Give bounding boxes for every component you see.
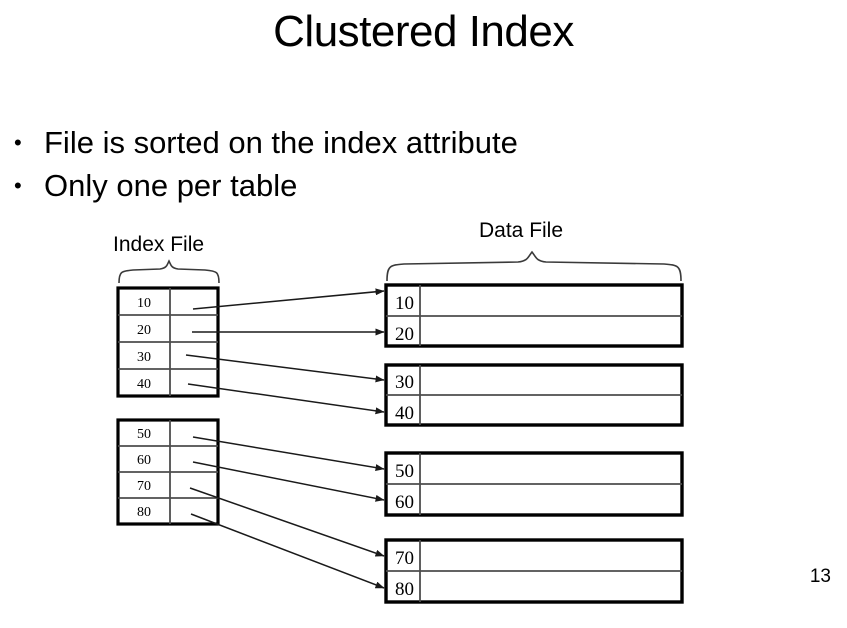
index-entry-key: 80 — [137, 505, 151, 520]
index-entry-key: 50 — [137, 427, 151, 442]
index-entry-key: 40 — [137, 377, 151, 392]
data-row-key: 70 — [395, 548, 414, 569]
index-block: 10 20 30 40 — [116, 286, 220, 398]
pointer-arrow — [190, 513, 385, 589]
pointer-arrows — [185, 288, 385, 589]
data-row-key: 30 — [395, 372, 414, 393]
data-block: 50 60 — [384, 451, 684, 517]
index-entry-key: 70 — [137, 479, 151, 494]
index-file-brace-icon — [118, 259, 220, 284]
data-row-key: 20 — [395, 324, 414, 345]
data-block: 30 40 — [384, 363, 684, 427]
data-block: 10 20 — [384, 283, 684, 348]
index-entry-key: 20 — [137, 323, 151, 338]
index-entry-key: 10 — [137, 296, 151, 311]
page-number: 13 — [809, 566, 831, 587]
index-file-caption: Index File — [113, 233, 205, 256]
pointer-arrow — [192, 288, 385, 310]
index-entry-key: 30 — [137, 350, 151, 365]
data-row-key: 40 — [395, 403, 414, 424]
data-row-key: 10 — [395, 293, 414, 314]
list-item: • Only one per table — [14, 165, 714, 208]
pointer-arrow — [189, 487, 385, 557]
data-row-key: 80 — [395, 579, 414, 600]
data-file-caption: Data File — [479, 219, 564, 242]
bullet-marker-icon: • — [14, 172, 22, 198]
pointer-arrow — [192, 461, 385, 502]
pointer-arrow — [185, 354, 385, 383]
data-file-brace-icon — [386, 250, 682, 282]
data-row-key: 60 — [395, 492, 414, 513]
pointer-arrow — [192, 436, 385, 472]
page-title: Clustered Index — [273, 7, 574, 56]
bullet-text: File is sorted on the index attribute — [44, 125, 518, 160]
index-entry-key: 60 — [137, 453, 151, 468]
data-block: 70 80 — [384, 538, 684, 604]
bullet-list: • File is sorted on the index attribute … — [14, 122, 714, 208]
list-item: • File is sorted on the index attribute — [14, 122, 714, 165]
bullet-text: Only one per table — [44, 167, 298, 203]
bullet-marker-icon: • — [14, 130, 22, 155]
pointer-arrow — [187, 383, 385, 415]
data-row-key: 50 — [395, 461, 414, 482]
index-block: 50 60 70 80 — [116, 418, 220, 526]
